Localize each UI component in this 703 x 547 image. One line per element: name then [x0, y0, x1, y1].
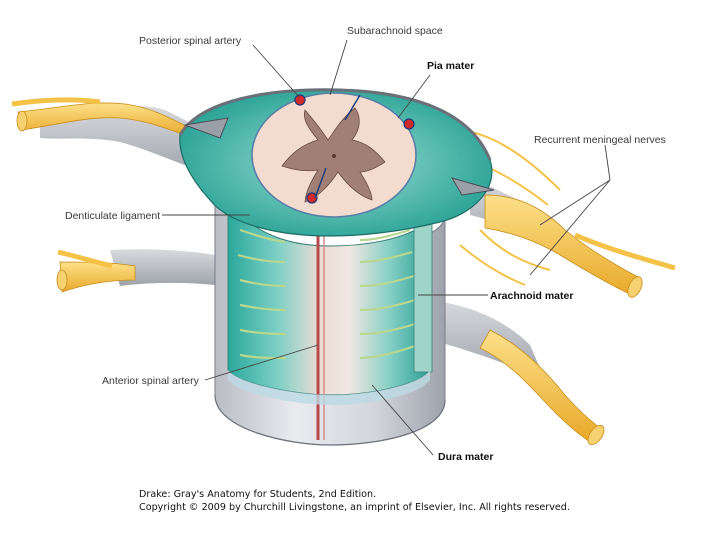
- label-recurrent-meningeal-nerves: Recurrent meningeal nerves: [534, 134, 666, 146]
- arachnoid-mater-layer: [227, 189, 433, 440]
- upper-right-nerve-cut-end: [627, 276, 643, 298]
- right-denticulate-ligament: [450, 177, 495, 196]
- left-denticulate-ligament: [183, 117, 229, 139]
- label-arachnoid-mater: Arachnoid mater: [490, 290, 573, 302]
- credit-line-1: Drake: Gray's Anatomy for Students, 2nd …: [139, 489, 377, 500]
- label-subarachnoid-space: Subarachnoid space: [347, 25, 443, 37]
- label-denticulate-ligament: Denticulate ligament: [65, 210, 160, 222]
- label-pia-mater: Pia mater: [427, 60, 474, 72]
- spinal-cord-cross-section: [178, 88, 495, 237]
- arachnoid-cut-edge: [413, 221, 433, 373]
- leader-lines: [162, 39, 611, 456]
- posterior-spinal-artery-left-dot: [294, 94, 306, 106]
- lower-right-nerve: [479, 329, 601, 443]
- lower-right-nerve-cut-end: [587, 424, 605, 446]
- upper-left-nerve-cut-end: [16, 110, 28, 132]
- label-dura-mater: Dura mater: [438, 451, 493, 463]
- labels: Posterior spinal artery Subarachnoid spa…: [65, 25, 666, 463]
- label-posterior-spinal-artery: Posterior spinal artery: [139, 35, 242, 47]
- spinal-nerves: [11, 97, 676, 446]
- label-anterior-spinal-artery: Anterior spinal artery: [102, 375, 200, 387]
- nerve-rootlets: [237, 228, 416, 360]
- anterior-spinal-artery-dot: [306, 192, 318, 204]
- posterior-spinal-artery-right-dot: [403, 118, 415, 130]
- credit-line-2: Copyright © 2009 by Churchill Livingston…: [139, 502, 570, 513]
- lower-left-nerve-cut-end: [56, 269, 68, 291]
- lower-left-nerve: [59, 261, 136, 293]
- lower-left-nerve-sheath: [110, 249, 215, 286]
- dura-bottom-rim: [214, 394, 446, 446]
